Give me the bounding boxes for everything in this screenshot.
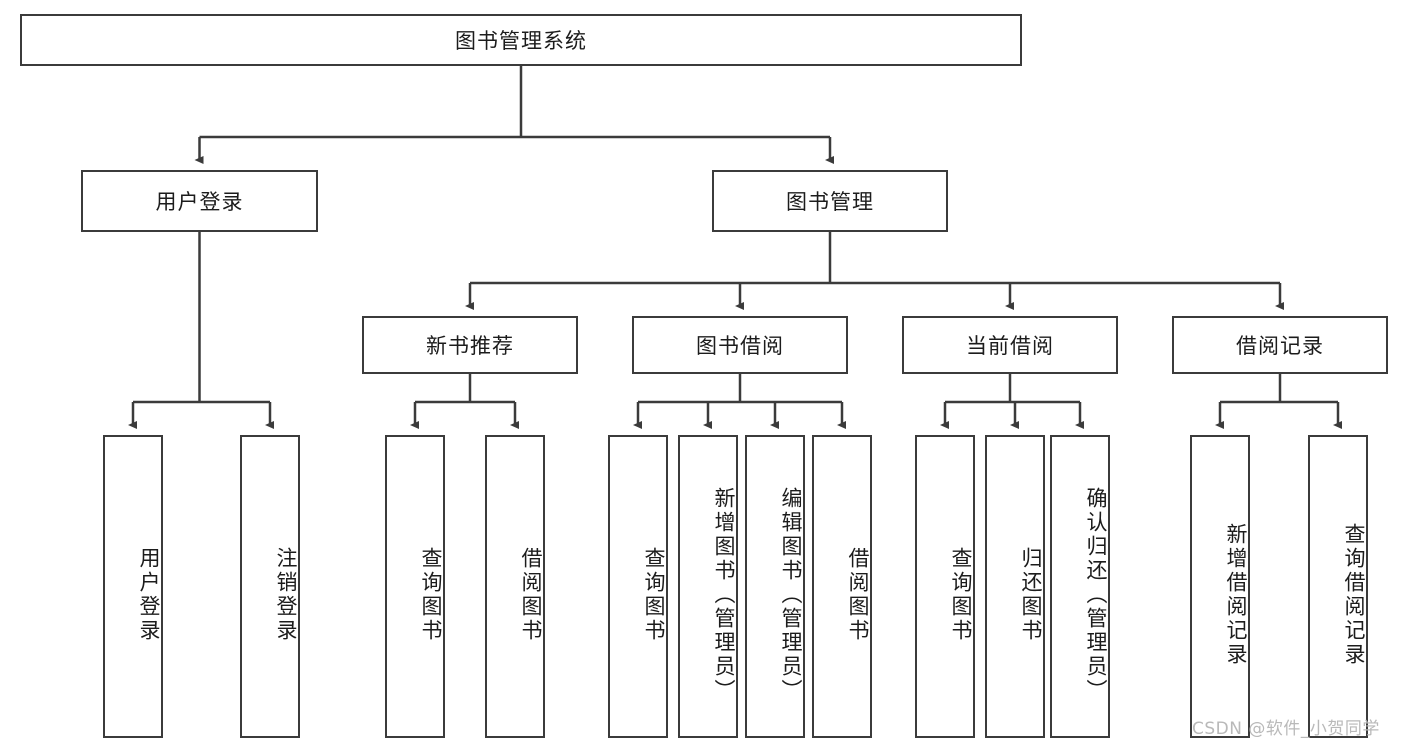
node-leaf-user-login: 用户登录 [103, 435, 163, 738]
node-label: 注销登录 [274, 546, 298, 643]
node-leaf-return-book: 归还图书 [985, 435, 1045, 738]
node-label: 图书管理系统 [455, 29, 587, 53]
node-borrow-record: 借阅记录 [1172, 316, 1388, 374]
node-current-borrow: 当前借阅 [902, 316, 1118, 374]
node-leaf-confirm-return: 确认归还（管理员） [1050, 435, 1110, 738]
node-leaf-add-book: 新增图书（管理员） [678, 435, 738, 738]
node-label: 当前借阅 [966, 334, 1054, 358]
node-label: 查询图书 [949, 546, 973, 643]
node-root: 图书管理系统 [20, 14, 1022, 66]
node-label: 借阅记录 [1236, 334, 1324, 358]
node-leaf-logout: 注销登录 [240, 435, 300, 738]
node-label: 图书管理 [786, 190, 874, 214]
node-label: 新书推荐 [426, 334, 514, 358]
node-leaf-query-book-1: 查询图书 [385, 435, 445, 738]
node-label: 图书借阅 [696, 334, 784, 358]
node-label: 查询图书 [642, 546, 666, 643]
node-user-login: 用户登录 [81, 170, 318, 232]
node-leaf-borrow-book-1: 借阅图书 [485, 435, 545, 738]
node-leaf-query-record: 查询借阅记录 [1308, 435, 1368, 738]
node-book-management: 图书管理 [712, 170, 948, 232]
node-leaf-query-book-3: 查询图书 [915, 435, 975, 738]
node-new-book-recommend: 新书推荐 [362, 316, 578, 374]
node-label: 查询图书 [419, 546, 443, 643]
node-book-borrow: 图书借阅 [632, 316, 848, 374]
node-label: 借阅图书 [846, 546, 870, 643]
node-label: 新增借阅记录 [1224, 522, 1248, 667]
node-label: 新增图书（管理员） [712, 486, 736, 703]
node-leaf-query-book-2: 查询图书 [608, 435, 668, 738]
node-leaf-add-record: 新增借阅记录 [1190, 435, 1250, 738]
node-leaf-borrow-book-2: 借阅图书 [812, 435, 872, 738]
node-leaf-edit-book: 编辑图书（管理员） [745, 435, 805, 738]
node-label: 用户登录 [137, 546, 161, 643]
node-label: 借阅图书 [519, 546, 543, 643]
node-label: 归还图书 [1019, 546, 1043, 643]
node-label: 查询借阅记录 [1342, 522, 1366, 667]
node-label: 用户登录 [155, 190, 244, 214]
node-label: 编辑图书（管理员） [779, 486, 803, 703]
node-label: 确认归还（管理员） [1084, 486, 1108, 703]
csdn-watermark: CSDN @软件_小贺同学 [1192, 719, 1380, 739]
